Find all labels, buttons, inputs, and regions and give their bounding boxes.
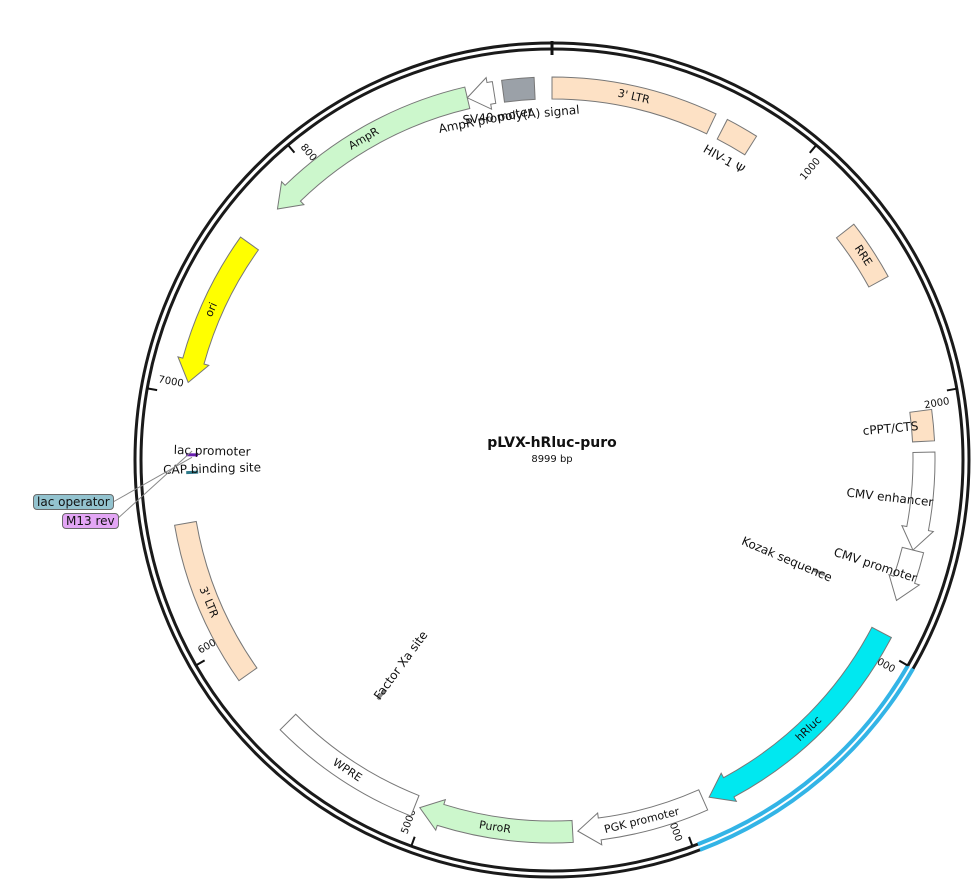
feature-ampr[interactable]	[276, 86, 471, 210]
feature-wpre[interactable]	[279, 713, 420, 817]
feature-ori[interactable]	[177, 236, 260, 384]
selection-inner[interactable]	[697, 664, 910, 847]
backbone-ring	[133, 41, 971, 879]
feature-rre[interactable]	[835, 223, 889, 288]
selection-outer[interactable]	[699, 667, 915, 852]
feature-cmv-promoter[interactable]	[888, 546, 925, 602]
tick-mark	[809, 144, 817, 154]
tick-mark	[898, 659, 909, 667]
plasmid-name: pLVX-hRluc-puro	[487, 435, 617, 451]
feature-ltr5[interactable]	[551, 76, 717, 135]
feature-cap-label: CAP binding site	[163, 460, 261, 477]
tick-mark	[195, 659, 206, 667]
lac-operator-leader	[112, 456, 193, 503]
feature-kozak[interactable]	[813, 568, 826, 577]
plasmid-size: 8999 bp	[531, 454, 572, 465]
feature-hiv-psi[interactable]	[716, 118, 758, 156]
tick-label: 1000	[798, 156, 823, 183]
feature-ampr-promoter[interactable]	[466, 76, 497, 111]
features	[174, 76, 936, 846]
m13-rev-label[interactable]: M13 rev	[62, 513, 119, 529]
feature-cppt[interactable]	[909, 408, 936, 443]
selection-arc[interactable]	[697, 664, 915, 852]
lac-operator-label[interactable]: lac operator	[33, 494, 114, 510]
feature-kozak-label: Kozak sequence	[740, 534, 835, 585]
tick-mark	[410, 836, 416, 847]
feature-puror-label: PuroR	[478, 818, 512, 836]
feature-factor-xa-label: Factor Xa site	[371, 628, 431, 702]
tick-label: 7000	[157, 374, 184, 389]
feature-hrluc[interactable]	[708, 626, 893, 803]
feature-puror[interactable]	[418, 798, 574, 844]
feature-lac-promoter-label: lac promoter	[174, 443, 251, 459]
m13-rev-leader	[115, 450, 193, 521]
feature-sv40[interactable]	[501, 76, 536, 103]
feature-ltr3[interactable]	[174, 520, 258, 682]
tick-mark	[688, 836, 694, 847]
tick-mark	[287, 144, 296, 154]
feature-ori-label: ori	[202, 300, 220, 318]
feature-factor-xa[interactable]	[376, 688, 387, 701]
tick-mark	[946, 387, 957, 392]
tick-label: 2000	[923, 396, 950, 411]
feature-pgk[interactable]	[576, 789, 709, 846]
feature-cmv-enhancer[interactable]	[901, 451, 936, 551]
feature-cppt-label: cPPT/CTS	[862, 419, 919, 438]
tick-mark	[147, 387, 158, 392]
